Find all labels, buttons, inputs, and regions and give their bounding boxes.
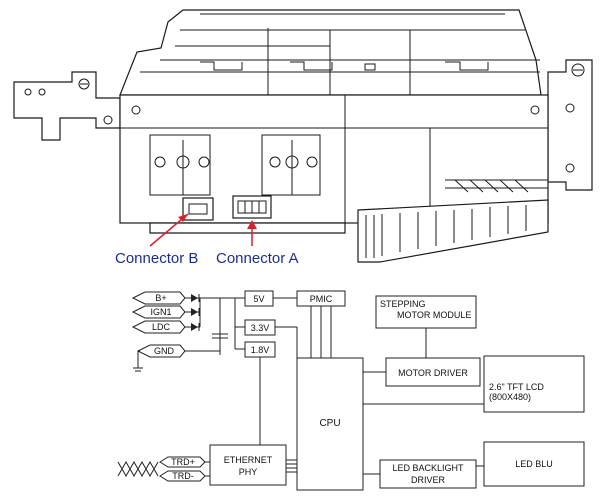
block-ethernet-phy: ETHERNET PHY: [209, 444, 287, 486]
block-1v8: 1.8V: [244, 341, 276, 358]
svg-text:LDC: LDC: [152, 322, 171, 332]
block-stepping-motor: STEPPING MOTOR MODULE: [375, 295, 477, 329]
svg-text:MOTOR DRIVER: MOTOR DRIVER: [398, 368, 468, 378]
block-5v: 5V: [244, 290, 274, 307]
svg-text:(800X480): (800X480): [489, 392, 531, 402]
block-motor-driver: MOTOR DRIVER: [385, 357, 481, 387]
pin-trd-plus: TRD+: [159, 456, 206, 468]
pin-ign1: IGN1: [131, 305, 186, 319]
svg-text:5V: 5V: [253, 294, 264, 304]
connector-a-label: Connector A: [216, 250, 299, 267]
svg-text:PMIC: PMIC: [310, 294, 333, 304]
svg-text:DRIVER: DRIVER: [411, 475, 446, 485]
pin-gnd: GND: [136, 344, 186, 358]
svg-text:GND: GND: [154, 346, 175, 356]
block-tft-lcd: 2.6" TFT LCD (800X480): [483, 355, 585, 413]
block-pmic: PMIC: [296, 290, 346, 307]
block-led-backlight-driver: LED BACKLIGHT DRIVER: [379, 459, 477, 489]
svg-text:B+: B+: [155, 293, 166, 303]
svg-text:ETHERNET: ETHERNET: [224, 455, 273, 465]
svg-text:1.8V: 1.8V: [251, 345, 270, 355]
svg-text:3.3V: 3.3V: [251, 323, 270, 333]
pin-trd-minus: TRD-: [159, 470, 206, 482]
svg-text:2.6" TFT LCD: 2.6" TFT LCD: [489, 382, 544, 392]
svg-text:IGN1: IGN1: [150, 307, 171, 317]
pin-b-plus: B+: [131, 291, 186, 305]
svg-text:CPU: CPU: [319, 418, 340, 429]
twisted-pair: [117, 460, 159, 478]
svg-text:LED BACKLIGHT: LED BACKLIGHT: [392, 463, 464, 473]
svg-text:PHY: PHY: [239, 467, 258, 477]
svg-text:TRD+: TRD+: [171, 457, 195, 467]
block-led-blu: LED BLU: [483, 441, 585, 487]
svg-text:STEPPING: STEPPING: [380, 299, 426, 309]
svg-text:LED BLU: LED BLU: [515, 459, 553, 469]
svg-text:TRD-: TRD-: [172, 471, 194, 481]
svg-text:MOTOR MODULE: MOTOR MODULE: [397, 310, 471, 320]
pin-ldc: LDC: [131, 320, 186, 334]
block-cpu: CPU: [296, 357, 364, 491]
block-3v3: 3.3V: [244, 319, 276, 336]
connector-b-label: Connector B: [115, 250, 198, 267]
